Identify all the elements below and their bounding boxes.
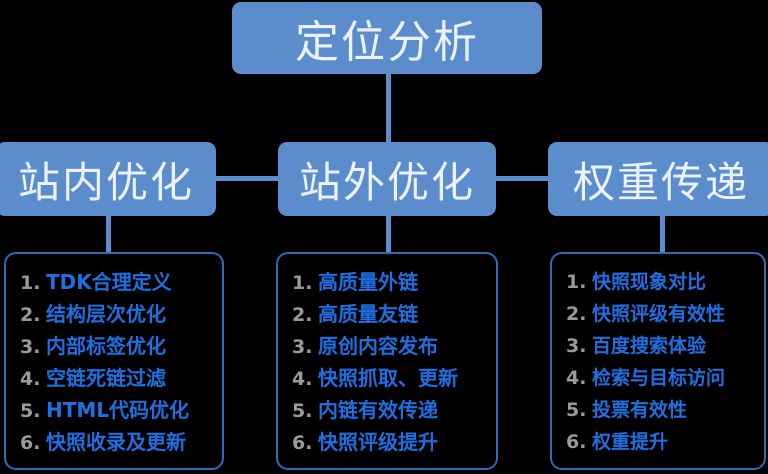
list-item-label: TDK合理定义 [46,270,172,294]
list-item-number: 2. [20,304,41,326]
list-item-number: 6. [566,431,587,453]
list-item-number: 3. [292,336,313,358]
list-item-label: 快照收录及更新 [46,430,186,454]
branch-node-onsite[interactable]: 站内优化 [0,142,216,216]
list-box-offsite: 1.高质量外链 2.高质量友链 3.原创内容发布 4.快照抓取、更新 5.内链有… [276,252,498,470]
list-item-label: 快照现象对比 [592,271,707,293]
list-item-number: 3. [566,335,587,357]
list-item[interactable]: 2.快照评级有效性 [566,298,756,330]
list-item[interactable]: 6.快照收录及更新 [20,426,214,458]
list-item-number: 1. [566,271,587,293]
list-item[interactable]: 3.原创内容发布 [292,330,488,362]
list-item[interactable]: 2.高质量友链 [292,298,488,330]
list-item-number: 5. [292,400,313,422]
list-item[interactable]: 4.快照抓取、更新 [292,362,488,394]
list-item-label: 结构层次优化 [46,302,166,326]
list-box-weight: 1.快照现象对比 2.快照评级有效性 3.百度搜索体验 4.检索与目标访问 5.… [550,252,766,470]
list-item-label: 内链有效传递 [318,398,438,422]
list-item-number: 6. [20,432,41,454]
root-node[interactable]: 定位分析 [232,2,542,74]
list-item[interactable]: 6.权重提升 [566,426,756,458]
root-node-label: 定位分析 [295,17,479,68]
connector-root-to-mid [386,74,391,142]
list-item-label: 高质量友链 [318,302,418,326]
list-item-number: 4. [20,368,41,390]
list-box-onsite: 1.TDK合理定义 2.结构层次优化 3.内部标签优化 4.空链死链过滤 5.H… [4,252,224,470]
list-item-label: 高质量外链 [318,270,418,294]
list-item[interactable]: 3.百度搜索体验 [566,330,756,362]
list-item-label: 权重提升 [592,431,669,453]
list-item[interactable]: 5.HTML代码优化 [20,394,214,426]
list-item[interactable]: 5.投票有效性 [566,394,756,426]
list-offsite: 1.高质量外链 2.高质量友链 3.原创内容发布 4.快照抓取、更新 5.内链有… [292,266,488,458]
list-item-number: 5. [20,400,41,422]
list-item-number: 4. [292,368,313,390]
list-onsite: 1.TDK合理定义 2.结构层次优化 3.内部标签优化 4.空链死链过滤 5.H… [20,266,214,458]
list-item[interactable]: 4.检索与目标访问 [566,362,756,394]
branch-node-offsite-label: 站外优化 [298,157,475,207]
list-item-label: 原创内容发布 [318,334,438,358]
list-item[interactable]: 6.快照评级提升 [292,426,488,458]
branch-node-weight[interactable]: 权重传递 [548,142,768,216]
list-item-label: 投票有效性 [592,399,688,421]
list-item-label: 快照抓取、更新 [318,366,458,390]
list-item-number: 2. [566,303,587,325]
branch-node-onsite-label: 站内优化 [17,157,194,207]
list-item-label: 快照评级有效性 [592,303,726,325]
list-item-number: 2. [292,304,313,326]
connector-mid-to-right [496,176,548,181]
list-item-number: 4. [566,367,587,389]
list-item[interactable]: 1.TDK合理定义 [20,266,214,298]
list-item-label: HTML代码优化 [46,398,190,422]
list-item-label: 快照评级提升 [318,430,438,454]
list-item-label: 百度搜索体验 [592,335,707,357]
list-item[interactable]: 2.结构层次优化 [20,298,214,330]
list-item-number: 1. [20,272,41,294]
connector-right-to-list [660,216,665,252]
list-item-label: 空链死链过滤 [46,366,166,390]
connector-mid-to-list [386,216,391,252]
list-item-label: 内部标签优化 [46,334,166,358]
list-item[interactable]: 4.空链死链过滤 [20,362,214,394]
list-weight: 1.快照现象对比 2.快照评级有效性 3.百度搜索体验 4.检索与目标访问 5.… [566,266,756,458]
list-item[interactable]: 5.内链有效传递 [292,394,488,426]
list-item-label: 检索与目标访问 [592,367,726,389]
list-item-number: 6. [292,432,313,454]
connector-left-to-mid [216,176,278,181]
list-item-number: 1. [292,272,313,294]
branch-node-weight-label: 权重传递 [572,157,749,207]
list-item[interactable]: 1.高质量外链 [292,266,488,298]
list-item-number: 3. [20,336,41,358]
list-item[interactable]: 1.快照现象对比 [566,266,756,298]
list-item[interactable]: 3.内部标签优化 [20,330,214,362]
branch-node-offsite[interactable]: 站外优化 [278,142,496,216]
list-item-number: 5. [566,399,587,421]
connector-left-to-list [106,216,111,252]
